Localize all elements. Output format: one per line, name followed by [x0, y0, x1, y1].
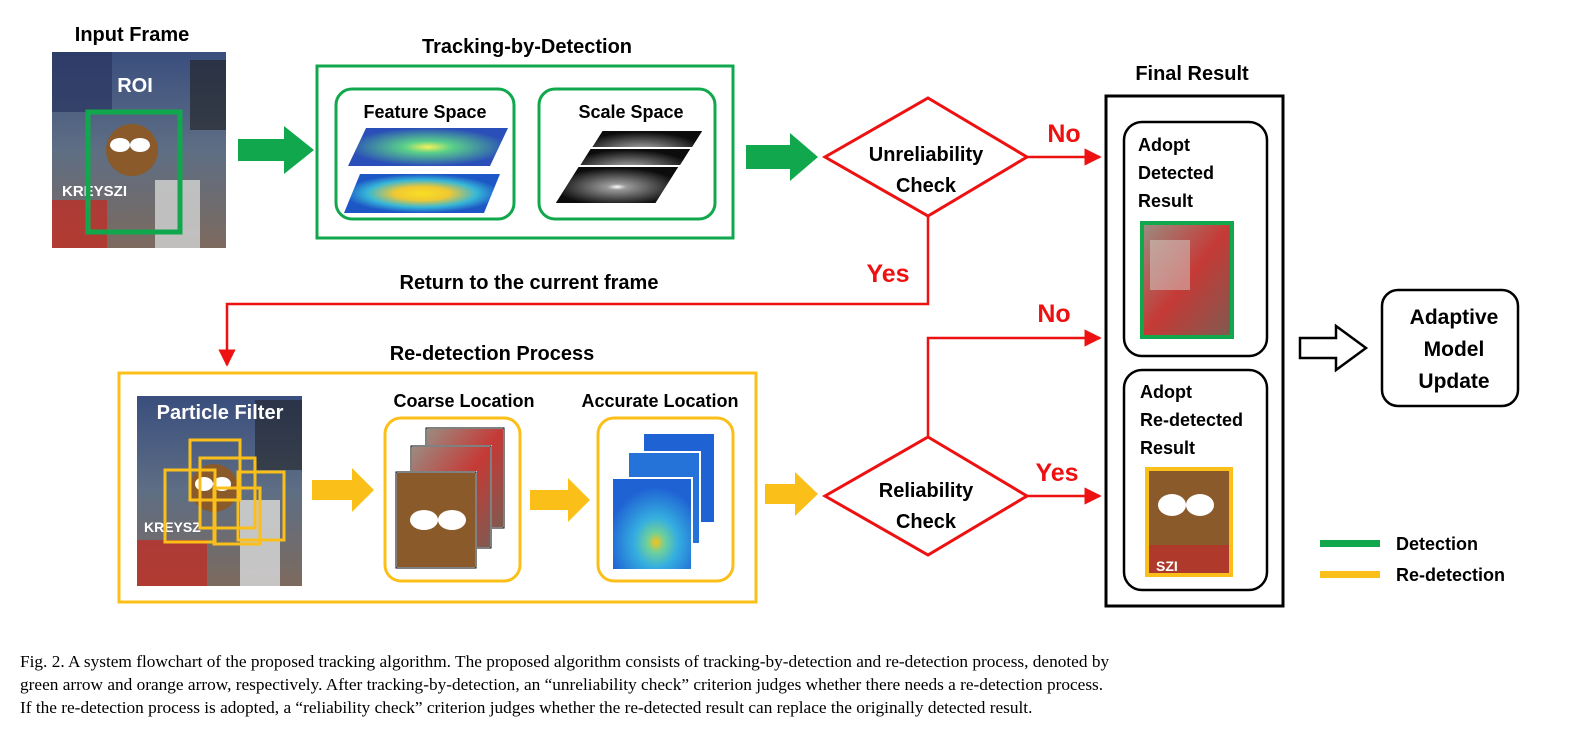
coarse-location-label: Coarse Location — [393, 391, 534, 411]
redetection-title: Re-detection Process — [390, 343, 595, 365]
input-frame-photo: KREYSZI — [52, 52, 226, 248]
legend-redetection-label: Re-detection — [1396, 565, 1505, 585]
caption-line-3: If the re-detection process is adopted, … — [20, 698, 1033, 717]
unreliability-no-label: No — [1047, 120, 1080, 148]
adopt-redetected-panel — [1122, 368, 1269, 592]
tracking-title: Tracking-by-Detection — [422, 36, 632, 58]
caption-line-2: green arrow and orange arrow, respective… — [20, 675, 1104, 694]
orange-arrow-3 — [765, 472, 818, 516]
unreliability-line1: Unreliability — [869, 144, 984, 166]
legend-detection-swatch — [1320, 540, 1380, 547]
accurate-location-label: Accurate Location — [581, 391, 738, 411]
reliability-yes-label: Yes — [1035, 459, 1078, 487]
adaptive-update-box — [1380, 288, 1520, 408]
adopt-redetected-line3: Result — [1140, 438, 1195, 458]
reliability-no-label: No — [1037, 300, 1070, 328]
feature-space-panel — [334, 87, 516, 221]
legend-redetection-swatch — [1320, 571, 1380, 578]
adopt-detected-line2: Detected — [1138, 163, 1214, 183]
roi-label: ROI — [117, 75, 153, 97]
green-arrow-1 — [238, 126, 314, 174]
tracking-box — [315, 64, 735, 240]
final-result-title: Final Result — [1135, 63, 1249, 85]
adopt-detected-line1: Adopt — [1138, 135, 1190, 155]
detected-result-crop — [1140, 221, 1234, 339]
adaptive-line2: Model — [1424, 338, 1485, 361]
final-result-box — [1104, 94, 1285, 608]
return-label: Return to the current frame — [400, 272, 659, 294]
adopt-redetected-line1: Adopt — [1140, 382, 1192, 402]
adaptive-line1: Adaptive — [1410, 306, 1499, 329]
adopt-detected-line3: Result — [1138, 191, 1193, 211]
reliability-check-diamond — [821, 435, 1030, 557]
feature-map-bottom — [344, 174, 500, 213]
adopt-detected-panel — [1122, 120, 1269, 358]
scale-space-label: Scale Space — [578, 102, 683, 122]
accurate-maps — [611, 432, 716, 571]
return-path — [218, 216, 930, 367]
particle-filter-label: Particle Filter — [157, 402, 284, 424]
feature-space-label: Feature Space — [363, 102, 486, 122]
coarse-crops — [395, 427, 505, 569]
redetected-result-crop: SZI — [1145, 467, 1233, 577]
adaptive-line3: Update — [1418, 370, 1489, 393]
reliability-line1: Reliability — [879, 480, 974, 502]
input-frame-title: Input Frame — [75, 24, 189, 46]
legend: Detection Re-detection — [1320, 534, 1505, 585]
orange-arrow-2 — [530, 478, 590, 522]
adopt-redetected-line2: Re-detected — [1140, 410, 1243, 430]
roi-box — [85, 109, 183, 235]
particle-photo-text: KREYSZ — [144, 519, 201, 535]
accurate-location-panel — [596, 416, 735, 583]
reliability-no-path — [926, 329, 1102, 437]
unreliability-line2: Check — [896, 175, 957, 197]
redetected-photo-text: SZI — [1156, 558, 1178, 574]
coarse-location-panel — [383, 416, 522, 583]
reliability-line2: Check — [896, 511, 957, 533]
input-photo-text: KREYSZI — [62, 183, 127, 200]
feature-map-top — [348, 128, 508, 166]
to-update-arrow — [1298, 323, 1369, 373]
redetection-box — [117, 371, 758, 604]
orange-arrow-1 — [312, 468, 374, 512]
green-arrow-2 — [746, 133, 818, 181]
particle-filter-photo: KREYSZ — [137, 396, 302, 586]
scale-space-panel — [537, 87, 717, 221]
unreliability-yes-label: Yes — [866, 260, 909, 288]
scale-map-3 — [552, 165, 682, 205]
figure-caption: Fig. 2. A system flowchart of the propos… — [20, 650, 1560, 719]
legend-detection-label: Detection — [1396, 534, 1478, 554]
particle-boxes — [163, 438, 286, 546]
caption-line-1: Fig. 2. A system flowchart of the propos… — [20, 652, 1110, 671]
